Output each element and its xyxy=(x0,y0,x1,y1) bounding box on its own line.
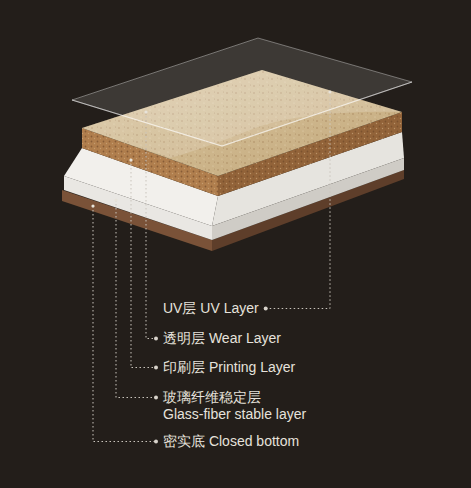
leader-anchor xyxy=(129,158,132,161)
leader-anchor xyxy=(114,198,117,201)
leader-line xyxy=(131,160,156,368)
leader-dot xyxy=(154,337,158,341)
leader-line xyxy=(266,92,330,309)
uv-sheet-edge xyxy=(72,82,412,146)
leader-anchor xyxy=(91,204,94,207)
leader-dot xyxy=(154,440,158,444)
leader-dot xyxy=(264,307,268,311)
leader-dot xyxy=(154,396,158,400)
leader-line xyxy=(116,200,156,398)
leader-line xyxy=(146,112,156,339)
layer-label: 密实底 Closed bottom xyxy=(163,433,299,450)
leader-line xyxy=(93,206,156,442)
layer-label: 印刷层 Printing Layer xyxy=(163,359,295,376)
layer-label: 透明层 Wear Layer xyxy=(163,330,281,347)
uv-sheet xyxy=(72,38,412,146)
leader-dot xyxy=(154,366,158,370)
leader-anchor xyxy=(328,90,331,93)
layer-label: 玻璃纤维稳定层 Glass-fiber stable layer xyxy=(163,389,313,423)
layer-label: UV层 UV Layer xyxy=(163,300,259,317)
leader-anchor xyxy=(144,110,147,113)
